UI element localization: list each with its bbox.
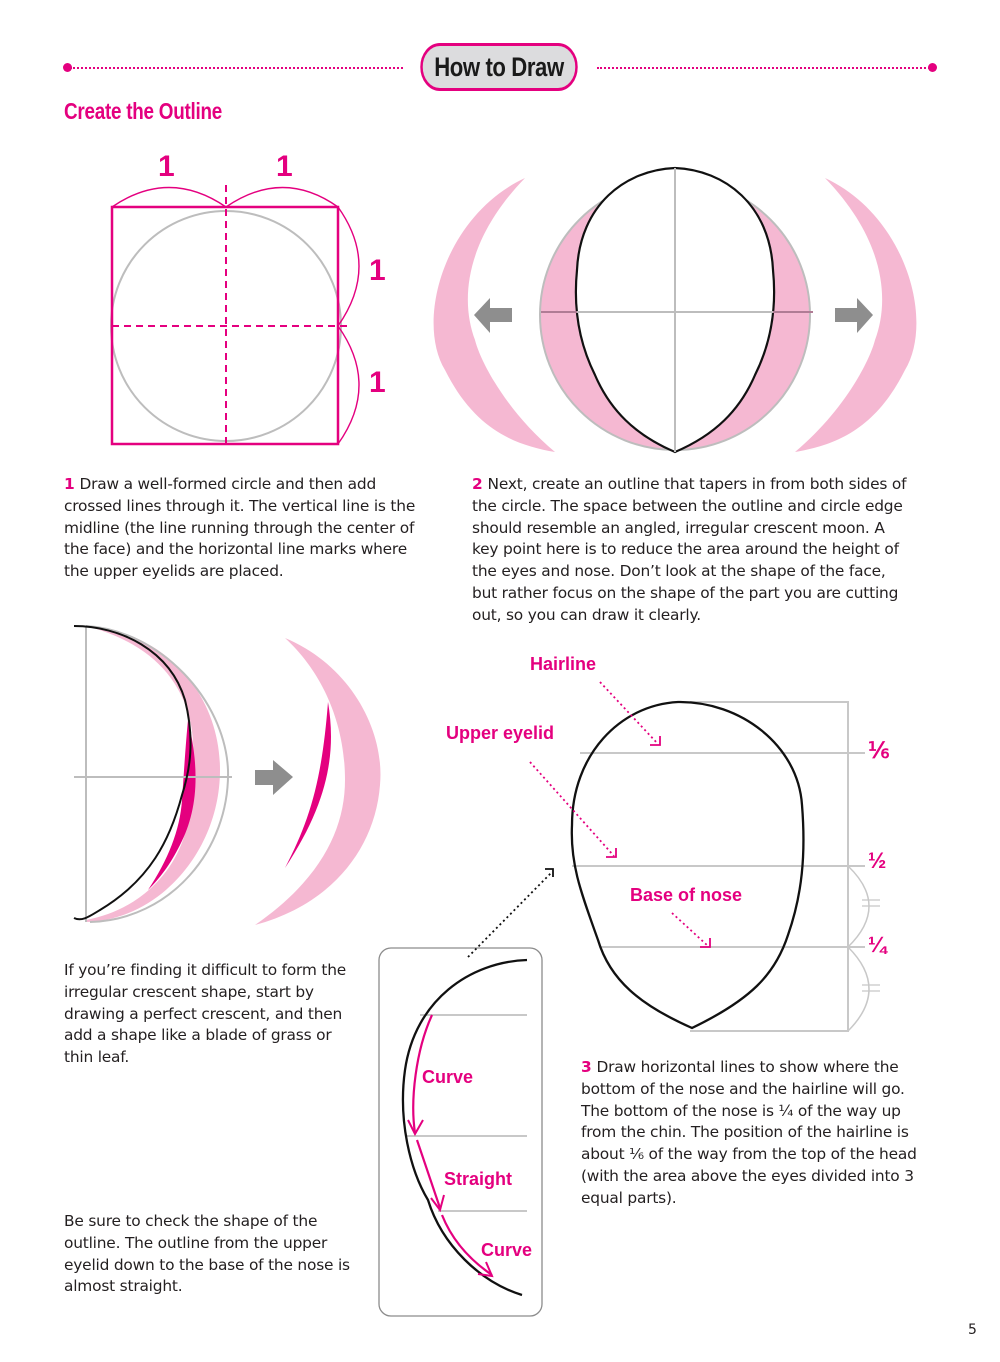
fraction-one-half: ½ — [868, 848, 887, 873]
inset-label-curve-bottom: Curve — [481, 1240, 533, 1260]
figure-face-proportions — [570, 700, 880, 1032]
label-upper-eyelid: Upper eyelid — [446, 723, 555, 743]
label-base-of-nose: Base of nose — [630, 885, 743, 905]
pointer-arrows — [529, 681, 711, 948]
header-rule-right-dot — [928, 63, 937, 72]
ratio-label-top-left: 1 — [158, 150, 175, 183]
header-rule-left — [70, 67, 403, 69]
tip-crescent-text: If you’re finding it difficult to form t… — [64, 961, 347, 1067]
figure-half-face-crescent — [73, 625, 381, 925]
inset-label-straight: Straight — [444, 1169, 513, 1189]
page-title-pill: How to Draw — [420, 43, 578, 91]
header-rule-right — [597, 67, 930, 69]
tip-outline-text: Be sure to check the shape of the outlin… — [64, 1212, 350, 1296]
inset-label-curve-top: Curve — [422, 1067, 474, 1087]
figure-face-outline-crescents — [433, 166, 917, 454]
arrow-left-icon — [474, 298, 512, 333]
ratio-label-right-upper: 1 — [369, 254, 386, 287]
figure-circle-in-square — [110, 185, 360, 446]
fraction-one-quarter: ¼ — [868, 932, 887, 957]
section-title: Create the Outline — [64, 98, 223, 124]
fraction-one-sixth: ⅙ — [868, 738, 890, 763]
label-hairline: Hairline — [530, 654, 597, 674]
page-title: How to Draw — [434, 51, 564, 82]
arrow-right-icon — [835, 298, 873, 333]
header-rule-left-dot — [63, 63, 72, 72]
ratio-label-right-lower: 1 — [369, 366, 386, 399]
ratio-label-top-right: 1 — [276, 150, 293, 183]
page-number: 5 — [968, 1322, 977, 1338]
step-1-number: 1 — [64, 475, 75, 493]
step-3-number: 3 — [581, 1058, 592, 1076]
step-2-number: 2 — [472, 475, 483, 493]
inset-outline-detail — [378, 868, 554, 1317]
